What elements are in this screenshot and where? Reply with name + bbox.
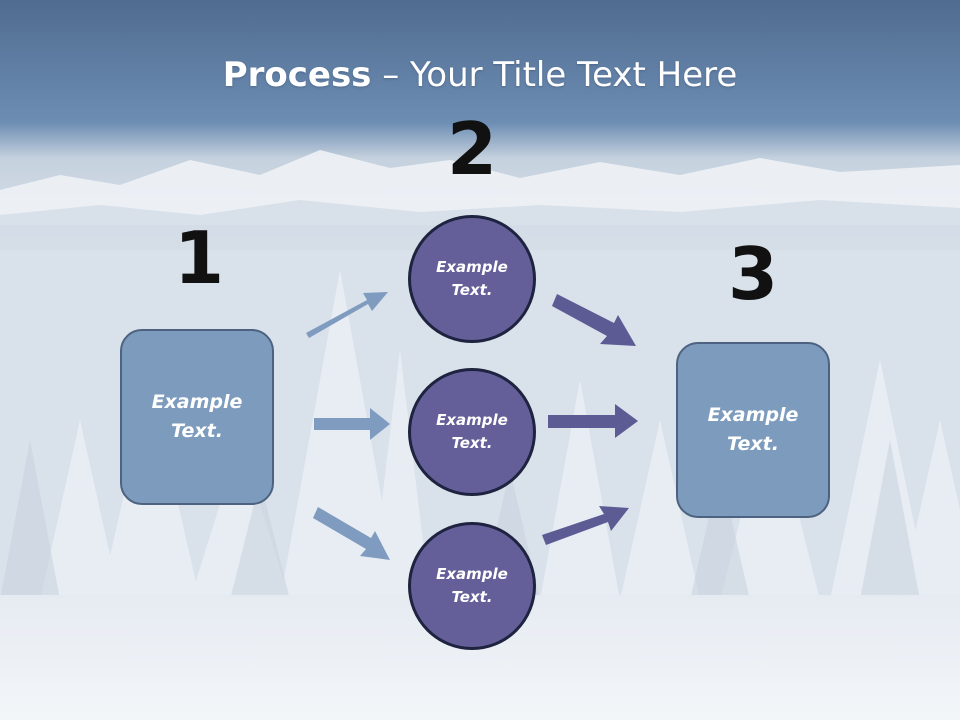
slide-title: Process – Your Title Text Here: [0, 52, 960, 98]
step-1-box: Example Text.: [120, 329, 274, 505]
step-3-label: Example Text.: [707, 404, 799, 455]
step-3-box: Example Text.: [676, 342, 830, 518]
step-2-label-3: Example Text.: [436, 565, 508, 606]
arrow-right-icon: [314, 408, 390, 440]
step-1-label: Example Text.: [151, 391, 243, 442]
step-2-label-1: Example Text.: [436, 258, 508, 299]
step-2-circle-2: Example Text.: [408, 368, 536, 496]
step-number-3: 3: [727, 232, 779, 316]
arrow-up-right-icon: [542, 506, 629, 545]
step-number-2: 2: [446, 107, 498, 191]
arrow-up-right-icon: [306, 292, 388, 338]
arrow-down-right-icon: [552, 294, 636, 346]
title-bold: Process: [222, 55, 372, 95]
step-2-circle-1: Example Text.: [408, 215, 536, 343]
title-rest: – Your Title Text Here: [371, 55, 738, 95]
step-2-label-2: Example Text.: [436, 411, 508, 452]
step-2-circle-3: Example Text.: [408, 522, 536, 650]
step-number-1: 1: [173, 216, 225, 300]
arrow-down-right-icon: [313, 507, 390, 560]
arrow-right-icon: [548, 404, 638, 438]
